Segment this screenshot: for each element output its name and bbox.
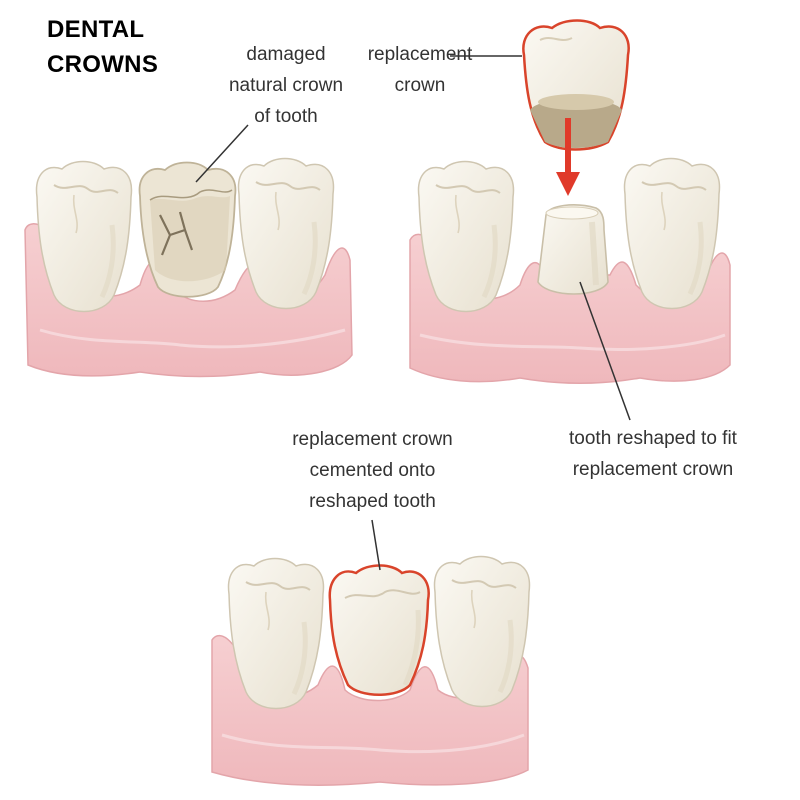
leader-cemented xyxy=(371,519,381,571)
label-damaged-line-3: of tooth xyxy=(254,106,318,127)
leader-reshaped xyxy=(579,281,631,421)
label-replacement-crown: replacement crown xyxy=(352,39,488,101)
label-cemented-line-2: cemented onto xyxy=(309,460,436,481)
label-reshaped-line-2: replacement crown xyxy=(572,459,734,480)
panel-cemented xyxy=(211,557,529,786)
reshaped-tooth-stump xyxy=(537,204,609,295)
label-replacement-line-2: crown xyxy=(394,75,446,96)
label-damaged-line-2: natural crown xyxy=(228,75,344,96)
title-line-1: DENTAL xyxy=(47,16,145,43)
label-cemented-crown: replacement crown cemented onto reshaped… xyxy=(275,424,470,517)
cemented-crown xyxy=(328,564,430,696)
label-damaged-crown: damaged natural crown of tooth xyxy=(196,39,376,132)
label-reshaped-line-1: tooth reshaped to fit xyxy=(569,428,737,449)
panel-damaged xyxy=(24,159,353,378)
panel-reshaped xyxy=(409,19,731,384)
replacement-crown xyxy=(522,19,630,151)
label-cemented-line-1: replacement crown xyxy=(292,429,453,450)
damaged-molar xyxy=(138,161,237,298)
leader-damaged xyxy=(195,124,249,183)
title-line-2: CROWNS xyxy=(47,51,159,78)
label-cemented-line-3: reshaped tooth xyxy=(309,491,436,512)
label-reshaped-tooth: tooth reshaped to fit replacement crown xyxy=(542,423,764,485)
label-replacement-line-1: replacement xyxy=(367,44,473,65)
label-damaged-line-1: damaged xyxy=(246,44,326,65)
down-arrow xyxy=(556,118,580,196)
diagram-title: DENTAL CROWNS xyxy=(47,12,158,82)
